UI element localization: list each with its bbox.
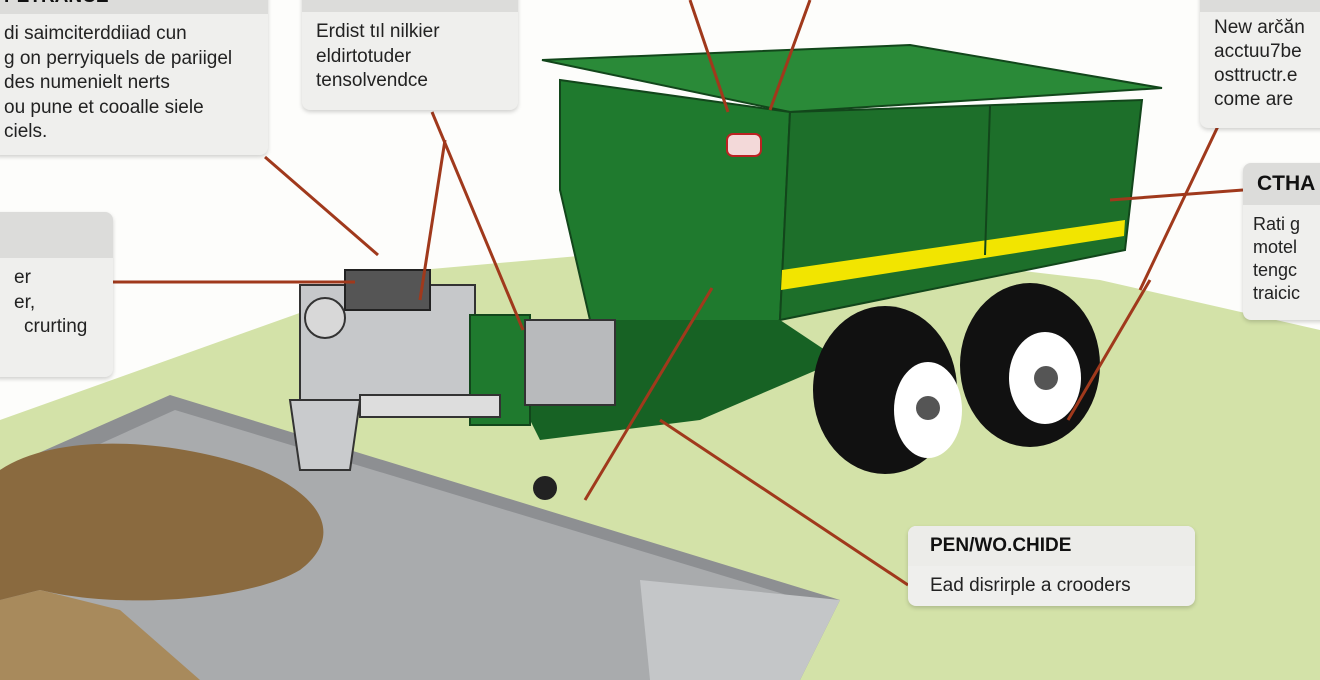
callout-line: osttructr.e — [1214, 65, 1298, 86]
yellow-stripe — [781, 220, 1125, 290]
callout-line: g on perryiquels de pariigel — [4, 47, 233, 69]
callout-line: er — [14, 267, 31, 288]
callout-arrows — [113, 0, 1244, 587]
callout-line: Ead disrirple a crooders — [930, 575, 1131, 596]
callout-title: PEN/WO.CHIDE — [908, 526, 1195, 566]
callout-line: traicic — [1253, 283, 1301, 303]
callout-line: New arčăn — [1214, 17, 1305, 38]
callout-line: er, — [14, 291, 36, 313]
callout-line: des numenielt nerts — [4, 72, 170, 93]
callout-title: CVILEMARDS — [302, 0, 518, 12]
callout-bottom: PEN/WO.CHIDE Ead disrirple a crooders — [908, 526, 1195, 606]
callout-line: di saimciterddiiad cun — [4, 23, 187, 44]
panel-seam — [984, 105, 991, 256]
soil-stream — [0, 590, 200, 680]
rear-wheel — [960, 283, 1100, 447]
hopper-top-rim — [541, 43, 1163, 114]
callout-line: tengc — [1253, 260, 1298, 280]
callout-top-left: PETRANCE di saimciterddiiad cun g on per… — [0, 0, 268, 155]
callout-line: motel — [1253, 237, 1298, 257]
callout-line: tensolvendce — [316, 70, 428, 91]
callout-right: CTHA Rati g motel tengc traicic — [1243, 163, 1320, 320]
callout-title — [0, 212, 113, 258]
callout-line: eldirtotuder — [316, 45, 412, 67]
hopper-logo — [726, 133, 762, 157]
front-wheel — [813, 306, 962, 474]
callout-top-right: PERMIME New arčăn acctuu7be osttructr.e … — [1200, 0, 1320, 128]
callout-line: Erdist tıl nilkier — [316, 21, 440, 42]
callout-line: Rati g — [1253, 214, 1301, 234]
hopper-left-side — [559, 78, 792, 362]
callout-left: er er, crurting — [0, 212, 113, 377]
callout-title: PETRANCE — [0, 0, 268, 14]
callout-top-center: CVILEMARDS Erdist tıl nilkier eldirtotud… — [302, 0, 518, 110]
callout-line: ciels. — [4, 121, 48, 142]
grinder-machine — [288, 269, 616, 500]
callout-line: ou pune et cooalle siele — [4, 96, 204, 118]
callout-title: CTHA — [1243, 163, 1320, 205]
callout-line: crurting — [24, 316, 88, 337]
soil-pile — [0, 443, 324, 601]
conveyor-panel — [640, 580, 840, 680]
callout-title: PERMIME — [1200, 0, 1320, 12]
callout-line: come are — [1214, 89, 1294, 110]
callout-line: acctuu7be — [1214, 41, 1302, 62]
